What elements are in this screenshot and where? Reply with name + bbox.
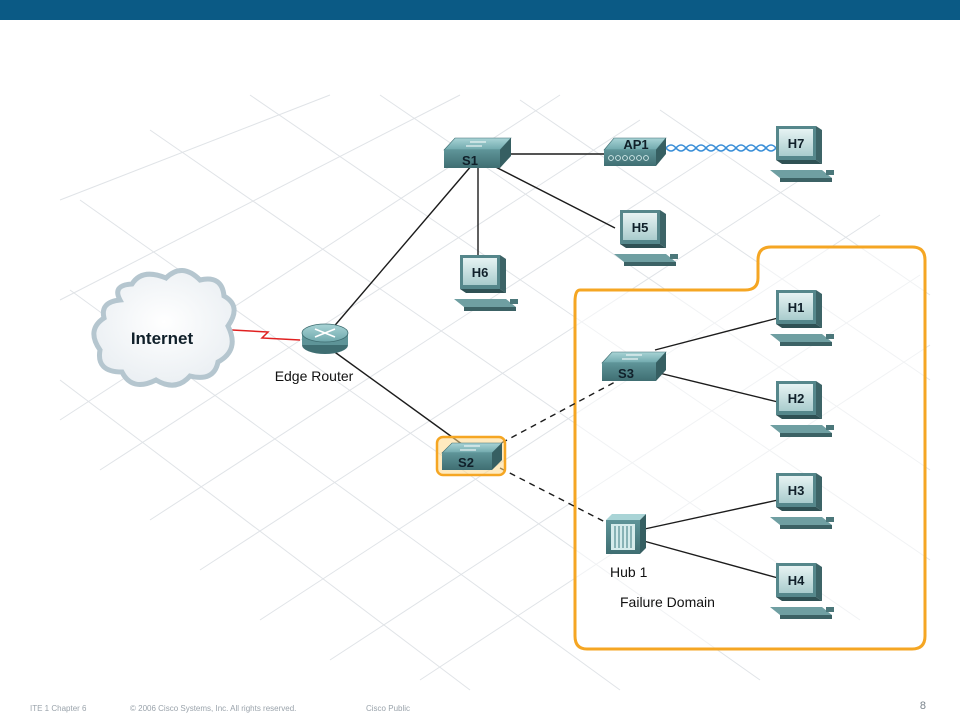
link-hub-h3	[639, 499, 779, 531]
edge-router-label: Edge Router	[275, 368, 354, 384]
host-h5-label: H5	[632, 220, 649, 235]
edge-router[interactable]: Edge Router	[275, 323, 354, 384]
hub-1[interactable]: Hub 1	[606, 514, 648, 580]
hub-1-label: Hub 1	[610, 564, 648, 580]
host-h7-label: H7	[788, 136, 805, 151]
footer-classification: Cisco Public	[366, 704, 411, 713]
link-s1-router	[324, 157, 479, 338]
host-h3[interactable]: H3	[770, 473, 834, 529]
links	[324, 153, 779, 579]
host-h7[interactable]: H7	[770, 126, 834, 182]
footer-copyright: © 2006 Cisco Systems, Inc. All rights re…	[130, 704, 297, 713]
host-h2-label: H2	[788, 391, 805, 406]
link-s3-h1	[654, 317, 779, 351]
network-diagram: Internet Edge Router S1 AP1	[59, 94, 931, 691]
page-number: 8	[919, 700, 926, 712]
host-h3-label: H3	[788, 483, 805, 498]
link-s2-s3	[491, 381, 616, 449]
footer: ITE 1 Chapter 6 © 2006 Cisco Systems, In…	[0, 700, 960, 720]
failure-domain-outline	[573, 245, 927, 651]
footer-course: ITE 1 Chapter 6	[30, 704, 87, 713]
header-bar	[0, 0, 960, 20]
host-h4[interactable]: H4	[770, 563, 834, 619]
switch-s3-label: S3	[618, 366, 634, 381]
wireless-link	[665, 144, 777, 152]
switch-s2[interactable]: S2	[435, 435, 507, 477]
link-s1-h5	[477, 157, 616, 229]
host-h5[interactable]: H5	[614, 210, 678, 266]
host-h6[interactable]: H6	[454, 255, 518, 311]
link-hub-h4	[639, 539, 779, 579]
switch-s3[interactable]: S3	[601, 351, 667, 381]
failure-domain-label: Failure Domain	[620, 594, 715, 610]
host-h6-label: H6	[472, 265, 489, 280]
host-h4-label: H4	[788, 573, 805, 588]
ap1-label: AP1	[623, 137, 648, 152]
access-point-ap1[interactable]: AP1	[603, 137, 667, 166]
wan-link	[231, 329, 301, 341]
switch-s1-label: S1	[462, 153, 478, 168]
link-s3-h2	[654, 371, 779, 403]
internet-cloud: Internet	[91, 268, 237, 388]
host-h1[interactable]: H1	[770, 290, 834, 346]
host-h2[interactable]: H2	[770, 381, 834, 437]
host-h1-label: H1	[788, 300, 805, 315]
internet-label: Internet	[131, 329, 194, 348]
link-s2-hub	[499, 467, 606, 523]
link-router-s2	[324, 344, 471, 451]
switch-s1[interactable]: S1	[443, 137, 512, 168]
switch-s2-label: S2	[458, 455, 474, 470]
